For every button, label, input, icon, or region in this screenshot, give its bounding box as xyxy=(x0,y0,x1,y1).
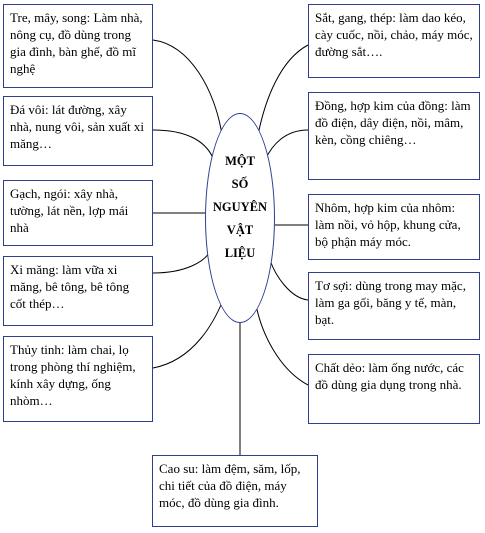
center-title-line-1: MỘT xyxy=(225,154,255,168)
box-to-soi-text: Tơ sợi: dùng trong may mặc, làm ga gối, … xyxy=(315,278,466,327)
box-da-voi: Đá vôi: lát đường, xây nhà, nung vôi, sả… xyxy=(3,96,153,166)
box-gach-ngoi: Gạch, ngói: xây nhà, tường, lát nền, lợp… xyxy=(3,180,153,246)
box-thuy-tinh-text: Thủy tinh: làm chai, lọ trong phòng thí … xyxy=(10,342,136,408)
box-tre-may-song-text: Tre, mây, song: Làm nhà, nông cụ, đồ dùn… xyxy=(10,10,143,76)
box-cao-su-text: Cao su: làm đệm, săm, lốp, chi tiết của … xyxy=(159,461,301,510)
box-dong-text: Đồng, hợp kim của đồng: làm đồ điện, dây… xyxy=(315,98,471,147)
box-thuy-tinh: Thủy tinh: làm chai, lọ trong phòng thí … xyxy=(3,336,153,422)
box-sat-gang-thep: Sắt, gang, thép: làm dao kéo, cày cuốc, … xyxy=(308,4,480,78)
connector-da-voi xyxy=(152,129,214,159)
box-tre-may-song: Tre, mây, song: Làm nhà, nông cụ, đồ dùn… xyxy=(3,4,153,88)
connector-sat-gang-thep xyxy=(257,44,309,136)
box-xi-mang-text: Xi măng: làm vữa xi măng, bê tông, bê tô… xyxy=(10,262,130,311)
box-dong: Đồng, hợp kim của đồng: làm đồ điện, dây… xyxy=(308,92,480,180)
box-sat-gang-thep-text: Sắt, gang, thép: làm dao kéo, cày cuốc, … xyxy=(315,10,473,59)
connector-thuy-tinh xyxy=(152,299,224,369)
box-cao-su: Cao su: làm đệm, săm, lốp, chi tiết của … xyxy=(152,455,318,527)
center-title-line-4: VẬT xyxy=(226,223,254,237)
box-gach-ngoi-text: Gạch, ngói: xây nhà, tường, lát nền, lợp… xyxy=(10,186,129,235)
center-title: MỘT SỐ NGUYÊN VẬT LIỆU xyxy=(205,150,275,265)
box-to-soi: Tơ sợi: dùng trong may mặc, làm ga gối, … xyxy=(308,272,480,340)
box-da-voi-text: Đá vôi: lát đường, xây nhà, nung vôi, sả… xyxy=(10,102,144,151)
center-title-line-3: NGUYÊN xyxy=(212,200,268,214)
box-chat-deo: Chất dẻo: làm ống nước, các đồ dùng gia … xyxy=(308,354,480,424)
center-title-line-2: SỐ xyxy=(231,177,249,191)
box-xi-mang: Xi măng: làm vữa xi măng, bê tông, bê tô… xyxy=(3,256,153,326)
center-ellipse xyxy=(205,113,275,323)
box-nhom: Nhôm, hợp kim của nhôm: làm nồi, vỏ hộp,… xyxy=(308,194,480,260)
box-chat-deo-text: Chất dẻo: làm ống nước, các đồ dùng gia … xyxy=(315,360,464,392)
box-nhom-text: Nhôm, hợp kim của nhôm: làm nồi, vỏ hộp,… xyxy=(315,200,461,249)
connector-xi-mang xyxy=(152,249,212,274)
connector-chat-deo xyxy=(255,304,309,386)
connector-tre-may-song xyxy=(152,39,223,136)
center-title-line-5: LIỆU xyxy=(224,246,256,260)
connector-to-soi xyxy=(269,259,309,301)
